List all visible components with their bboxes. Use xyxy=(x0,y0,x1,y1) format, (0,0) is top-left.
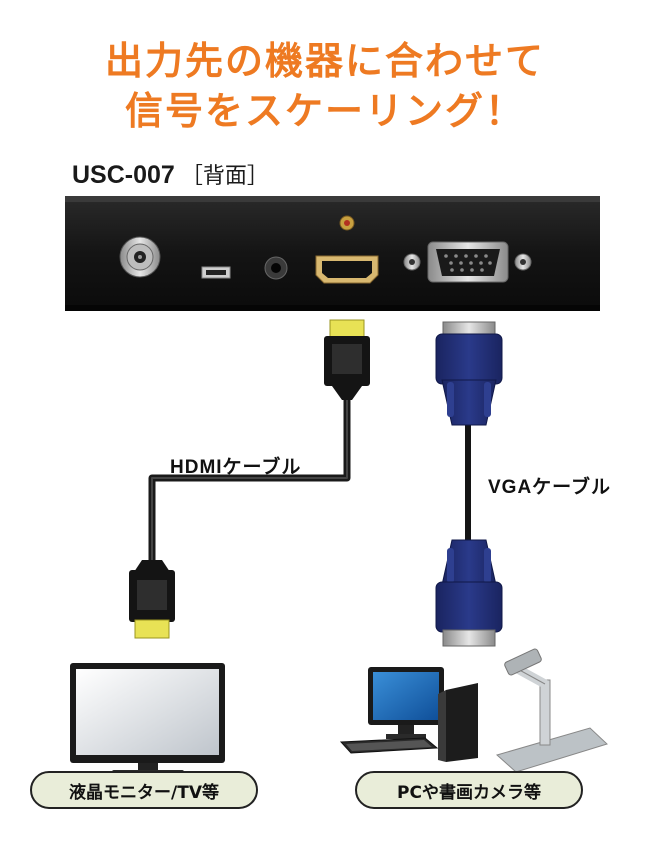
model-name: USC-007 xyxy=(72,161,175,189)
led-indicator-icon xyxy=(339,215,355,231)
monitor-icon xyxy=(70,663,225,776)
display-device-label: 液晶モニター/TV等 xyxy=(30,771,258,809)
source-device-label: PCや書画カメラ等 xyxy=(355,771,583,809)
hdmi-cable xyxy=(129,319,370,639)
model-label: USC-007［背面］ xyxy=(72,158,269,190)
headline-line1: 出力先の機器に合わせて xyxy=(104,39,545,83)
pc-icon xyxy=(339,667,478,762)
hdmi-cable-label: HDMIケーブル xyxy=(170,457,302,478)
hdmi-port-icon xyxy=(315,255,379,284)
vga-cable xyxy=(435,321,503,647)
dc-power-jack-icon xyxy=(119,236,161,278)
headline-line2: 信号をスケーリング！ xyxy=(124,89,525,133)
model-face: ［背面］ xyxy=(180,163,269,188)
mini-usb-port-icon xyxy=(201,266,231,279)
audio-jack-icon xyxy=(264,256,288,280)
vga-cable-label: VGAケーブル xyxy=(488,477,612,498)
vga-port-icon xyxy=(403,241,532,283)
document-camera-icon xyxy=(495,648,608,773)
